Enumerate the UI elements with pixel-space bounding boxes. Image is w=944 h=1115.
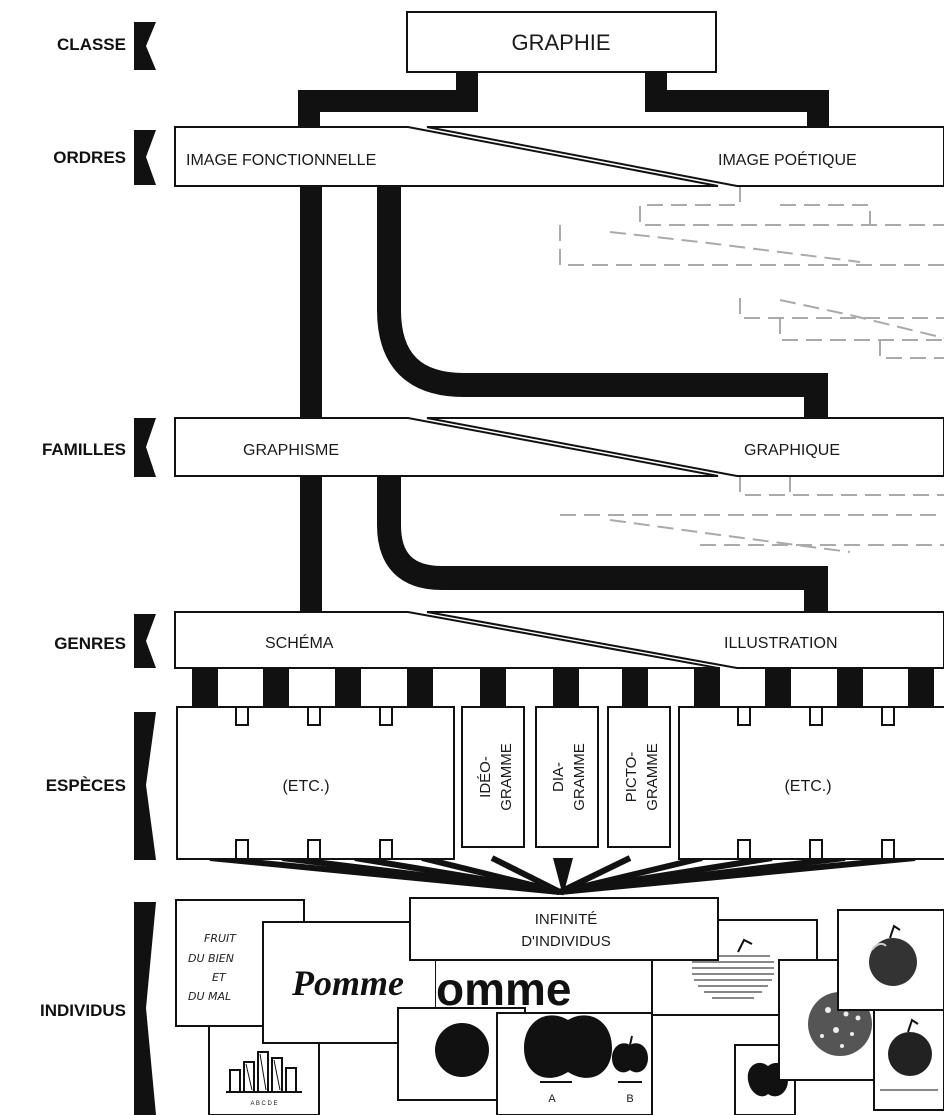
infinite-individuals-line2: D'INDIVIDUS (521, 933, 611, 950)
level-bracket-especes (134, 712, 156, 860)
infinite-individuals-line1: INFINITÉ (535, 911, 598, 928)
level-label-classe: CLASSE (57, 35, 126, 54)
handwritten-line2: DU BIEN (188, 952, 234, 965)
level-label-individus: INDIVIDUS (40, 1001, 126, 1020)
infinite-individuals-box: INFINITÉ D'INDIVIDUS (410, 898, 718, 960)
ordres-band: IMAGE FONCTIONNELLE IMAGE POÉTIQUE (175, 127, 944, 186)
genre-species-stubs (192, 667, 934, 707)
apple-diagram-label-b: B (626, 1093, 633, 1105)
level-bracket-genres (134, 614, 156, 668)
connector-graphie-poetique (656, 70, 818, 130)
connector-fonctionnelle-graphique (389, 185, 816, 420)
familles-band: GRAPHISME GRAPHIQUE (175, 418, 944, 476)
espece-diagramme: DIA- GRAMME (536, 707, 598, 847)
diagramme-line1: DIA- (550, 762, 567, 792)
genre-illustration-label: ILLUSTRATION (724, 635, 838, 652)
ordre-poetique-label: IMAGE POÉTIQUE (718, 150, 857, 169)
ordre-fonctionnelle-label: IMAGE FONCTIONNELLE (186, 152, 376, 169)
top-right-apple-card (838, 910, 944, 1010)
ideogramme-line2: GRAMME (498, 743, 515, 811)
level-bracket-classe (134, 22, 156, 70)
level-label-especes: ESPÈCES (46, 776, 126, 795)
especes-left-group: (ETC.) (177, 707, 454, 859)
pictogramme-line2: GRAMME (644, 743, 661, 811)
handwritten-line4: DU MAL (188, 990, 231, 1003)
level-bracket-individus (134, 902, 156, 1115)
especes-right-etc: (ETC.) (784, 778, 831, 795)
level-label-ordres: ORDRES (53, 148, 126, 167)
famille-graphisme-label: GRAPHISME (243, 442, 339, 459)
ideogramme-line1: IDÉO- (477, 756, 494, 798)
especes-right-group: (ETC.) (679, 707, 944, 859)
level-bracket-familles (134, 418, 156, 477)
famille-graphique-label: GRAPHIQUE (744, 442, 840, 459)
apple-diagram-label-a: A (548, 1093, 556, 1105)
apple-diagram-card: A B (497, 1013, 652, 1115)
level-label-genres: GENRES (54, 634, 126, 653)
pomme-script-word: Pomme (291, 963, 404, 1003)
diagramme-line2: GRAMME (571, 743, 588, 811)
especes-left-etc: (ETC.) (282, 778, 329, 795)
handwritten-line1: FRUIT (204, 932, 237, 945)
bottom-right-apple-card (874, 1010, 944, 1110)
classe-title: GRAPHIE (511, 30, 610, 55)
espece-ideogramme: IDÉO- GRAMME (462, 707, 524, 847)
level-labels: CLASSE ORDRES FAMILLES GENRES ESPÈCES IN… (40, 22, 156, 1115)
connector-graphie-fonctionnelle (309, 70, 467, 130)
classe-node: GRAPHIE (407, 12, 716, 72)
level-bracket-ordres (134, 130, 156, 185)
bar-chart-axis-labels: A B C D E (250, 1101, 277, 1107)
genres-band: SCHÉMA ILLUSTRATION (175, 612, 944, 668)
individus-collage: A B C D E FRUIT DU BIEN ET DU MAL Pomme … (176, 898, 944, 1115)
handwritten-line3: ET (212, 971, 227, 984)
pictogramme-line1: PICTO- (623, 752, 640, 803)
dashed-branches (560, 186, 944, 552)
espece-pictogramme: PICTO- GRAMME (608, 707, 670, 847)
genre-schema-label: SCHÉMA (265, 633, 334, 652)
level-label-familles: FAMILLES (42, 440, 126, 459)
